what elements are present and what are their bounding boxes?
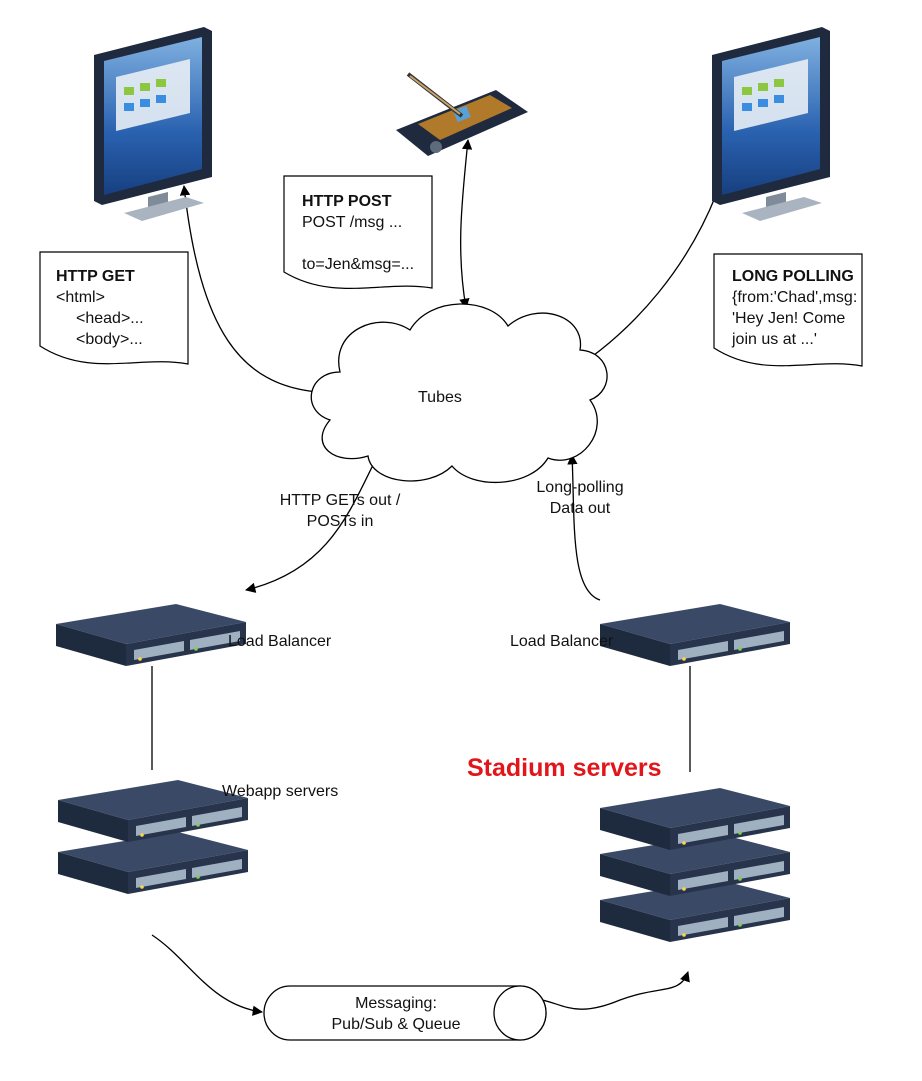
note-long-polling: LONG POLLING {from:'Chad',msg: 'Hey Jen!… bbox=[732, 266, 857, 350]
load-balancer-left-label: Load Balancer bbox=[228, 633, 332, 650]
edge-webapp-to-messaging bbox=[151, 934, 264, 1016]
note-http-post-line: POST /msg ... bbox=[302, 214, 403, 231]
edge-cloud-to-left-monitor bbox=[179, 184, 319, 393]
note-http-post-title: HTTP POST bbox=[302, 193, 392, 210]
note-long-polling-title: LONG POLLING bbox=[732, 268, 854, 285]
note-http-get-line: <body>... bbox=[76, 331, 143, 348]
messaging-queue-cylinder bbox=[263, 985, 547, 1041]
right-monitor-icon bbox=[712, 27, 830, 221]
note-long-polling-line: join us at ...' bbox=[732, 331, 817, 348]
tablet-icon bbox=[396, 72, 528, 156]
left-load-balancer-icon bbox=[56, 604, 246, 666]
edge-label-right-line: Long-polling bbox=[536, 479, 624, 496]
note-http-post-line: to=Jen&msg=... bbox=[302, 256, 415, 273]
note-http-get-title: HTTP GET bbox=[56, 268, 135, 285]
webapp-servers-label: Webapp servers bbox=[222, 783, 339, 800]
load-balancer-right-label: Load Balancer bbox=[510, 633, 614, 650]
edge-label-left: HTTP GETs out / POSTs in bbox=[262, 490, 418, 532]
edge-label-left-line: POSTs in bbox=[306, 513, 374, 530]
messaging-label-line: Messaging: bbox=[355, 995, 437, 1012]
note-shape-http-post bbox=[283, 175, 433, 289]
left-monitor-icon bbox=[94, 27, 212, 221]
note-http-get-line: <html> bbox=[56, 289, 105, 306]
note-http-get-line: <head>... bbox=[76, 310, 144, 327]
note-shape-http-get bbox=[39, 251, 189, 365]
edge-label-right: Long-polling Data out bbox=[520, 477, 640, 519]
tubes-cloud bbox=[310, 303, 608, 483]
note-long-polling-line: {from:'Chad',msg: bbox=[732, 289, 858, 306]
edge-label-left-line: HTTP GETs out / bbox=[279, 492, 401, 509]
note-http-post: HTTP POST POST /msg ... to=Jen&msg=... bbox=[302, 191, 414, 275]
cloud-label: Tubes bbox=[418, 389, 462, 406]
messaging-label: Messaging: Pub/Sub & Queue bbox=[296, 993, 496, 1035]
messaging-label-line: Pub/Sub & Queue bbox=[331, 1016, 461, 1033]
right-load-balancer-icon bbox=[600, 604, 790, 666]
stadium-servers-icon bbox=[600, 788, 790, 942]
edge-left-lb-to-cloud bbox=[244, 454, 379, 593]
stadium-servers-label: Stadium servers bbox=[467, 754, 662, 782]
edge-right-lb-to-cloud bbox=[567, 453, 601, 601]
note-long-polling-line: 'Hey Jen! Come bbox=[732, 310, 846, 327]
note-http-get: HTTP GET <html> <head>... <body>... bbox=[56, 266, 144, 350]
edge-cloud-to-tablet bbox=[459, 138, 473, 310]
note-shape-long-polling bbox=[713, 253, 863, 367]
edge-label-right-line: Data out bbox=[549, 500, 611, 517]
note-http-post-line bbox=[302, 233, 414, 254]
webapp-servers-icon bbox=[58, 780, 248, 894]
